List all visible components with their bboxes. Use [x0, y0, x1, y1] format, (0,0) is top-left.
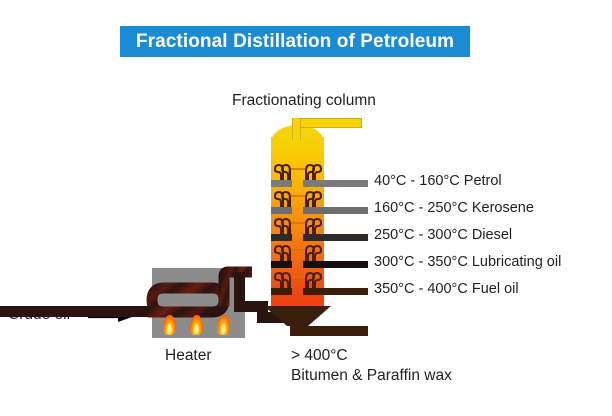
residue-outlet-pipe — [290, 326, 368, 336]
residue-product-label: Bitumen & Paraffin wax — [291, 367, 452, 384]
vapor-squiggle-icon — [273, 217, 284, 235]
crude-oil-inlet-pipe — [0, 306, 160, 317]
fraction-label: 40°C - 160°C Petrol — [374, 173, 502, 189]
column-top-outlet-riser — [292, 118, 301, 140]
column-top-outlet-pipe — [292, 118, 362, 128]
residue-temperature-label: > 400°C — [291, 347, 348, 364]
fraction-label: 160°C - 250°C Kerosene — [374, 200, 534, 216]
page-title: Fractional Distillation of Petroleum — [135, 30, 455, 52]
tray-plate-left — [271, 207, 292, 214]
distillation-tray — [271, 217, 324, 241]
vapor-squiggle-icon — [280, 271, 291, 289]
flame-icon — [189, 315, 204, 335]
vapor-squiggle-icon — [273, 190, 284, 208]
vapor-squiggle-icon — [280, 163, 291, 181]
vapor-squiggle-icon — [312, 217, 323, 235]
vapor-squiggle-icon — [280, 217, 291, 235]
flame-icon — [216, 315, 231, 335]
vapor-squiggle-icon — [273, 163, 284, 181]
fraction-connector-line — [303, 180, 368, 187]
fractionating-column-heading: Fractionating column — [232, 92, 376, 109]
fraction-connector-line — [303, 234, 368, 241]
heater-coil-pipe — [146, 266, 252, 318]
tray-plate-left — [271, 288, 292, 295]
tray-plate-left — [271, 234, 292, 241]
fraction-connector-line — [303, 261, 368, 268]
heater-label: Heater — [165, 347, 212, 364]
vapor-squiggle-icon — [312, 271, 323, 289]
vapor-squiggle-icon — [280, 244, 291, 262]
fraction-connector-line — [303, 288, 368, 295]
title-banner: Fractional Distillation of Petroleum — [120, 26, 470, 57]
vapor-squiggle-icon — [312, 190, 323, 208]
tray-plate-left — [271, 180, 292, 187]
heater-outlet-horizontal-pipe — [234, 301, 268, 312]
fraction-label: 300°C - 350°C Lubricating oil — [374, 254, 562, 270]
heater-outlet-riser-pipe — [234, 272, 245, 312]
vapor-squiggle-icon — [312, 163, 323, 181]
flame-icon — [162, 315, 177, 335]
vapor-squiggle-icon — [273, 271, 284, 289]
fraction-label: 250°C - 300°C Diesel — [374, 227, 513, 243]
fraction-connector-line — [303, 207, 368, 214]
vapor-squiggle-icon — [273, 244, 284, 262]
tray-plate-left — [271, 261, 292, 268]
fraction-label: 350°C - 400°C Fuel oil — [374, 281, 519, 297]
vapor-squiggle-icon — [312, 244, 323, 262]
vapor-squiggle-icon — [280, 190, 291, 208]
